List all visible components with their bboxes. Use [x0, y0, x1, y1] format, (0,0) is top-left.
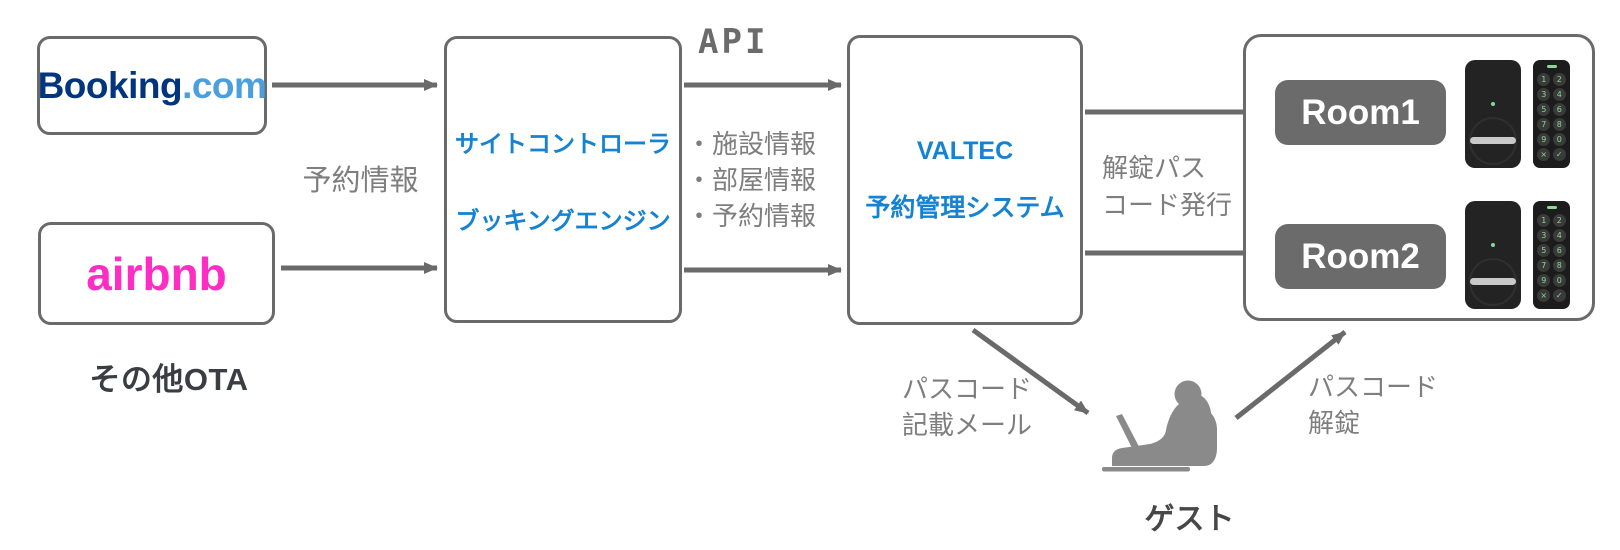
keypad-key: 7: [1537, 259, 1551, 272]
other-ota-label: その他OTA: [89, 362, 249, 397]
booking-com-node: Booking.com: [37, 36, 267, 135]
keypad-key: 9: [1537, 133, 1551, 146]
airbnb-logo: airbnb: [86, 247, 227, 300]
keypad-key: ×: [1537, 148, 1551, 161]
booking-com-logo: Booking.com: [38, 65, 267, 107]
keypad-key: 9: [1537, 274, 1551, 287]
passcode-unlock-line1: パスコード: [1308, 372, 1439, 402]
airbnb-node: airbnb: [38, 222, 275, 325]
lock-thumbturn-icon: [1470, 137, 1516, 144]
keypad-key: ✓: [1552, 289, 1566, 302]
site-controller-line1: サイトコントローラ: [455, 130, 671, 158]
passcode-mail-line2: 記載メール: [902, 410, 1033, 440]
passcode-mail-label: パスコード 記載メール: [902, 371, 1032, 443]
lock-led-icon: [1491, 102, 1495, 106]
keypad-key: 2: [1552, 214, 1566, 227]
arrow-valtec-to-guest: [971, 327, 1090, 416]
unlock-pass-line2: コード発行: [1102, 190, 1233, 220]
keypad-key: 6: [1552, 244, 1566, 257]
api-label: API: [698, 22, 769, 62]
passcode-unlock-label: パスコード 解錠: [1308, 369, 1438, 441]
booking-logo-dark-part: Booking: [37, 64, 183, 106]
lock-thumbturn-icon: [1470, 278, 1516, 285]
site-controller-node: サイトコントローラ ブッキングエンジン: [444, 36, 682, 323]
smart-lock-icon: [1465, 201, 1521, 309]
keypad-key: 3: [1537, 88, 1551, 101]
keypad-key: 4: [1552, 229, 1566, 242]
keypad-key: 5: [1537, 244, 1551, 257]
keypad-key: ×: [1537, 289, 1551, 302]
keypad-key: 8: [1552, 118, 1566, 131]
unlock-passcode-issue-label: 解錠パス コード発行: [1102, 150, 1232, 224]
booking-logo-light-part: .com: [182, 64, 267, 106]
smart-lock-icon: [1465, 60, 1521, 168]
keypad-key: 3: [1537, 229, 1551, 242]
keypad-key: 7: [1537, 118, 1551, 131]
site-controller-line2: ブッキングエンジン: [455, 207, 671, 235]
guest-label: ゲスト: [1144, 503, 1235, 536]
keypad-key: 8: [1552, 259, 1566, 272]
api-data-items: ・施設情報 ・部屋情報 ・予約情報: [686, 126, 816, 234]
valtec-line2: 予約管理システム: [865, 193, 1065, 222]
keypad-key: 5: [1537, 103, 1551, 116]
unlock-pass-line1: 解錠パス: [1102, 153, 1207, 183]
keypad-key: 6: [1552, 103, 1566, 116]
guest-silhouette-icon: [1102, 380, 1217, 472]
keypad-key: ✓: [1552, 148, 1566, 161]
room1-chip: Room1: [1275, 80, 1446, 145]
valtec-line1: VALTEC: [916, 136, 1014, 165]
keypad-key: 0: [1552, 133, 1566, 146]
keypad-key: 0: [1552, 274, 1566, 287]
keypad-key: 4: [1552, 88, 1566, 101]
lock-led-icon: [1491, 243, 1495, 247]
api-item-facility: ・施設情報: [686, 129, 817, 159]
api-item-room: ・部屋情報: [686, 165, 817, 195]
passcode-mail-line1: パスコード: [902, 374, 1033, 404]
booking-info-label: 予約情報: [302, 165, 419, 197]
keypad-key: 1: [1537, 214, 1551, 227]
valtec-system-node: VALTEC 予約管理システム: [847, 35, 1083, 325]
passcode-unlock-line2: 解錠: [1308, 408, 1361, 438]
keypad-key: 1: [1537, 73, 1551, 86]
arrow-guest-to-rooms: [1234, 330, 1347, 420]
keypad-key: 2: [1552, 73, 1566, 86]
api-item-reservation: ・予約情報: [686, 201, 817, 231]
room2-chip: Room2: [1275, 224, 1446, 289]
